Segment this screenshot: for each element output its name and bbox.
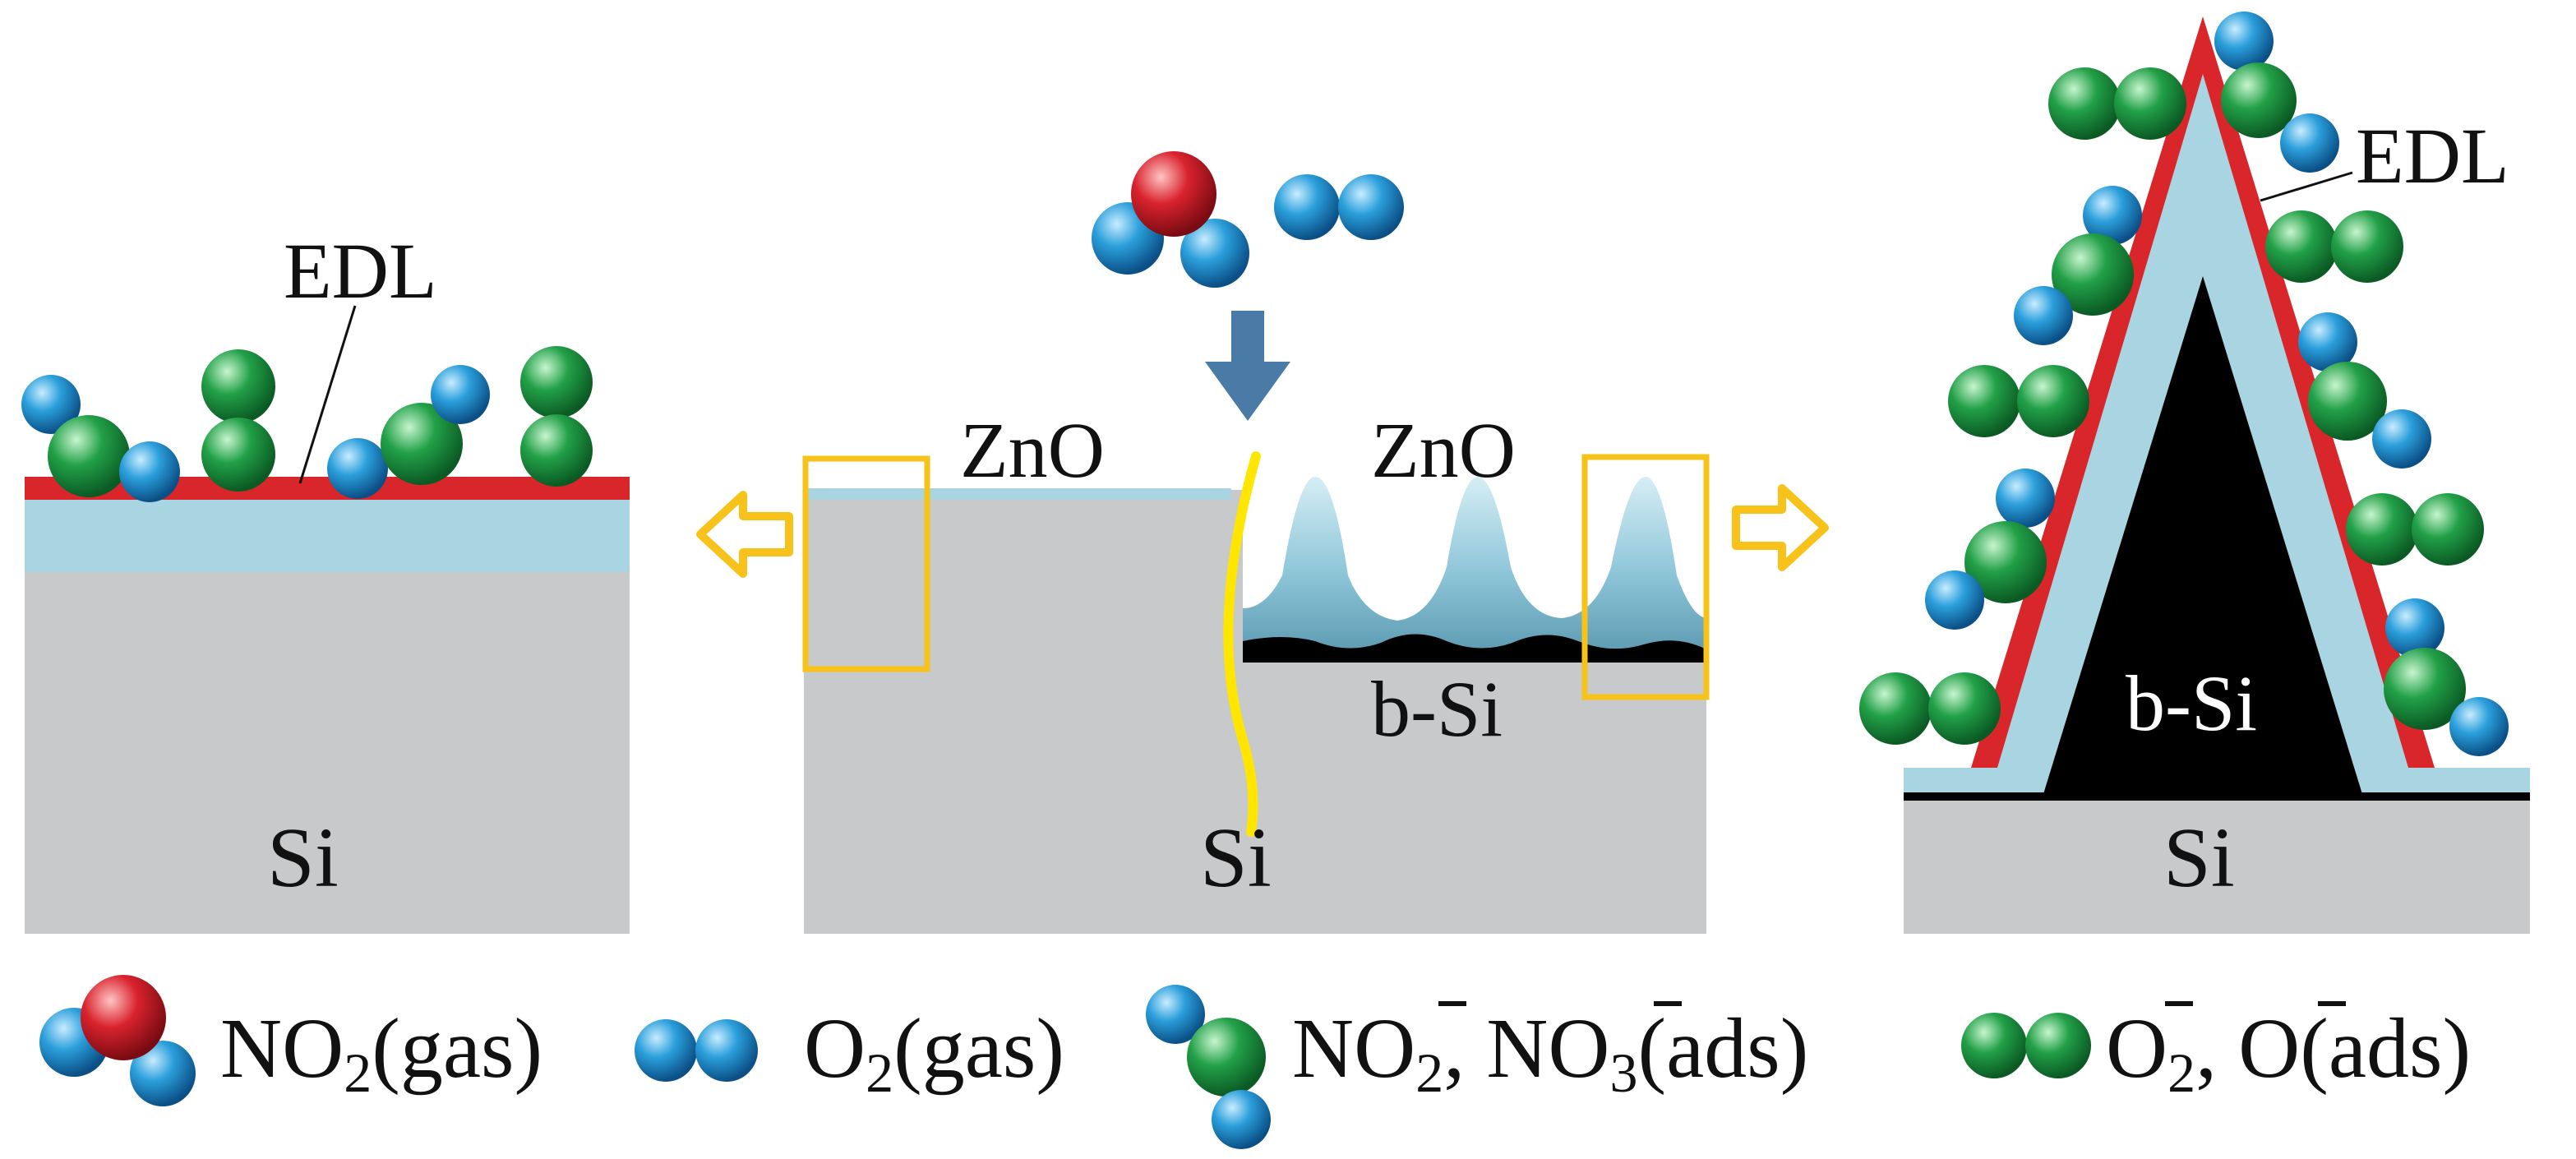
left-panel: EDL Si: [21, 227, 630, 934]
legend-o2-text: O: [804, 1001, 866, 1096]
bsi-cone-right: [2043, 276, 2362, 794]
adsorbed-molecules-right: [1859, 12, 2509, 756]
legend-nox-text: NO: [1292, 1001, 1415, 1096]
legend-ox-text: O: [2106, 1001, 2167, 1096]
legend-o2-icon: [635, 1019, 697, 1082]
zno-label-flat: ZnO: [960, 406, 1105, 494]
legend-item-ox-ads: O2, O(ads): [1961, 1001, 2471, 1104]
adsorbed-molecules-left: [21, 346, 593, 502]
edl-label-left: EDL: [284, 227, 437, 315]
legend-item-no2-gas: NO2(gas): [39, 975, 542, 1106]
arrow-down-icon: [1205, 311, 1290, 421]
zno-textured-film: [1243, 477, 1706, 649]
legend: NO2(gas) O2(gas) NO2, NO3(ads): [39, 975, 2471, 1149]
middle-panel: ZnO ZnO b-Si Si: [802, 151, 1710, 934]
bsi-label-right: b-Si: [2126, 659, 2257, 747]
hollow-arrow-icon: [696, 491, 793, 578]
legend-item-o2-gas: O2(gas): [635, 1001, 1064, 1104]
hollow-arrow-icon: [1732, 484, 1829, 571]
right-panel: EDL b-Si Si: [1859, 12, 2530, 934]
si-substrate-right: [1904, 797, 2530, 934]
legend-nox-icon: [1146, 985, 1205, 1044]
edl-pointer-left: [298, 305, 357, 484]
svg-text:NO2, NO3(ads): NO2, NO3(ads): [1292, 1001, 1808, 1104]
edl-pointer-right: [2260, 171, 2353, 202]
si-label-mid: Si: [1200, 810, 1272, 905]
si-label-left: Si: [267, 810, 339, 905]
highlight-box-flat: [802, 455, 930, 672]
bsi-label-mid: b-Si: [1371, 665, 1503, 753]
si-label-right: Si: [2163, 810, 2235, 905]
svg-text:O2, O(ads): O2, O(ads): [2106, 1001, 2471, 1104]
legend-ox-icon: [1961, 1013, 2027, 1078]
zno-label-textured: ZnO: [1371, 406, 1516, 494]
highlight-box-textured: [1581, 454, 1710, 700]
region-boundary-curve: [1223, 451, 1261, 837]
legend-item-nox-ads: NO2, NO3(ads): [1146, 985, 1808, 1149]
zno-film-left: [25, 498, 630, 572]
zno-flat-film: [804, 488, 1231, 500]
incoming-gas-molecules: [1092, 151, 1404, 288]
si-substrate-left: [25, 572, 630, 934]
edl-label-right: EDL: [2356, 112, 2509, 200]
svg-text:O2(gas): O2(gas): [804, 1001, 1064, 1104]
svg-text:NO2(gas): NO2(gas): [220, 1001, 542, 1104]
legend-no2-text: NO: [220, 1001, 344, 1096]
